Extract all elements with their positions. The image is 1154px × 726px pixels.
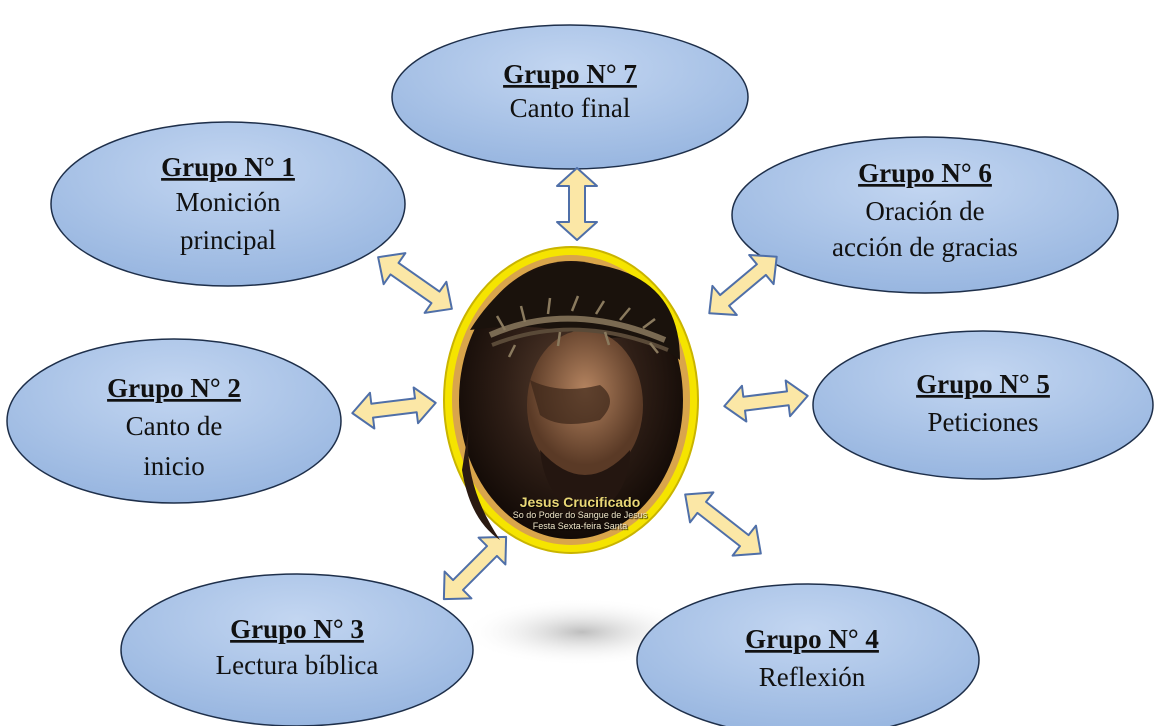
group-1-line-1: Monición — [176, 187, 281, 217]
group-5-title: Grupo N° 5 — [916, 369, 1050, 399]
arrow-group-4 — [684, 491, 762, 557]
group-3-title: Grupo N° 3 — [230, 614, 364, 644]
group-6-title: Grupo N° 6 — [858, 158, 992, 188]
caption-line-3: Festa Sexta-feira Santa — [532, 521, 628, 531]
center-image — [441, 240, 701, 560]
group-4-line-1: Reflexión — [759, 662, 866, 692]
group-5-line-1: Peticiones — [928, 407, 1039, 437]
group-1-title: Grupo N° 1 — [161, 152, 295, 182]
arrow-group-2 — [351, 386, 437, 430]
ellipse-group-7 — [391, 24, 749, 170]
caption-line-2: So do Poder do Sangue de Jesus — [512, 510, 648, 520]
ellipse-group-6 — [731, 136, 1119, 294]
group-1-line-2: principal — [180, 225, 276, 255]
ellipse-group-4 — [636, 583, 980, 726]
ellipse-group-3 — [120, 573, 474, 726]
arrow-group-7 — [556, 167, 598, 241]
group-6-line-2: acción de gracias — [832, 232, 1018, 262]
arrow-group-1 — [377, 252, 453, 314]
group-2-line-2: inicio — [143, 451, 205, 481]
group-7-line-1: Canto final — [510, 93, 631, 123]
group-7-title: Grupo N° 7 — [503, 59, 637, 89]
group-6-line-1: Oración de — [865, 196, 984, 226]
ellipse-group-1 — [50, 121, 406, 287]
group-3-line-1: Lectura bíblica — [216, 650, 379, 680]
caption-title: Jesus Crucificado — [519, 494, 641, 510]
ellipse-group-2 — [6, 338, 342, 504]
group-2-title: Grupo N° 2 — [107, 373, 241, 403]
ellipse-group-5 — [812, 330, 1154, 480]
arrow-group-5 — [723, 379, 809, 423]
group-2-line-1: Canto de — [126, 411, 223, 441]
center-image-caption: Jesus Crucificado So do Poder do Sangue … — [470, 494, 690, 532]
group-4-title: Grupo N° 4 — [745, 624, 879, 654]
arrow-group-6 — [708, 254, 778, 316]
arrows — [351, 167, 809, 601]
